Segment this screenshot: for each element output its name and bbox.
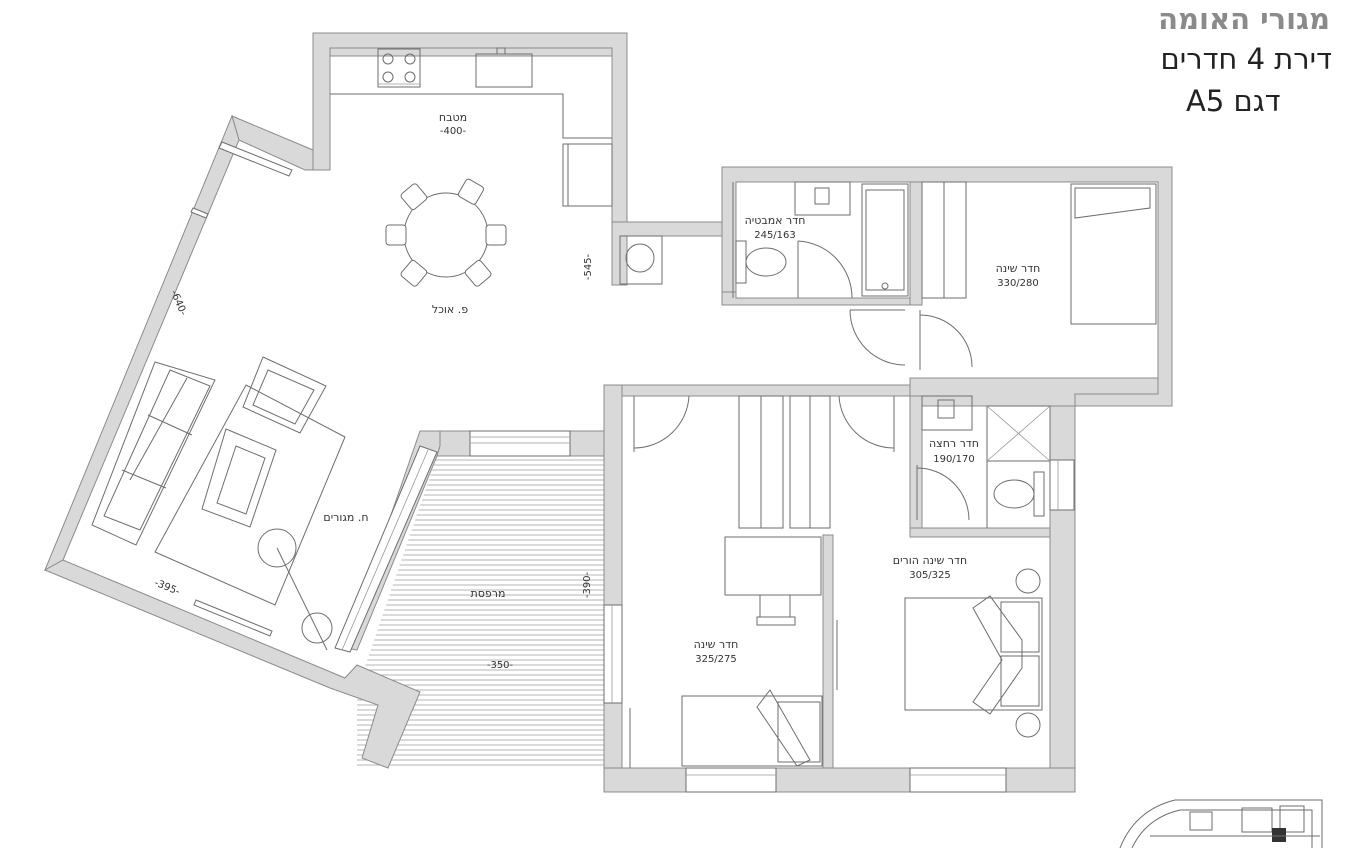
balcony-label: מרפסת [471,587,506,600]
bedroom-s-label: חדר שינה [694,638,739,651]
dining-table [385,178,507,287]
walls [43,32,1173,793]
dining-chair [485,224,507,246]
bath-label: חדר אמבטיה [745,214,806,227]
bedroom-ne-bed [1070,183,1157,325]
key-plan-thumbnail [1119,799,1323,848]
bedroom-s-size: 325/275 [695,654,737,665]
living-furniture [91,356,346,651]
dim-350: -350- [487,660,514,671]
bedroom-ne-size: 330/280 [997,278,1039,289]
shower-fixtures [916,395,1051,528]
dining-chair [385,224,407,246]
model-label: דגם A5 [1186,84,1281,118]
kitchen-label: מטבח [439,111,467,124]
project-title: מגורי האומה [1158,2,1330,36]
bath-size: 245/163 [754,230,796,241]
living-label: ח. מגורים [323,511,368,524]
dim-640: -640- [168,289,189,318]
dining-label: פ. אוכל [432,303,468,316]
bedroom-ne-label: חדר שינה [996,262,1041,275]
dining-chair [400,183,428,211]
master-label: חדר שינה הורים [893,554,967,567]
shower-label: חדר רחצה [929,437,979,450]
master-bed [904,568,1043,738]
master-size: 305/325 [909,570,951,581]
kitchen-fixtures [330,47,663,285]
dim-545: -545- [583,253,594,280]
shower-size: 190/170 [933,454,975,465]
kitchen-dim: -400- [440,126,467,137]
dim-395: -395- [153,578,182,598]
apartment-type: דירת 4 חדרים [1160,42,1332,76]
bathroom-fixtures [732,181,973,370]
dining-chair [464,259,492,287]
dim-390: -390- [582,571,593,598]
room-labels: מטבח -400- פ. אוכל ח. מגורים מרפסת חדר א… [323,111,1040,665]
dining-chair [400,259,428,287]
wardrobes [633,395,895,529]
windows [190,141,1075,793]
bedroom-s-furniture [629,536,838,768]
dining-chair [457,178,485,205]
